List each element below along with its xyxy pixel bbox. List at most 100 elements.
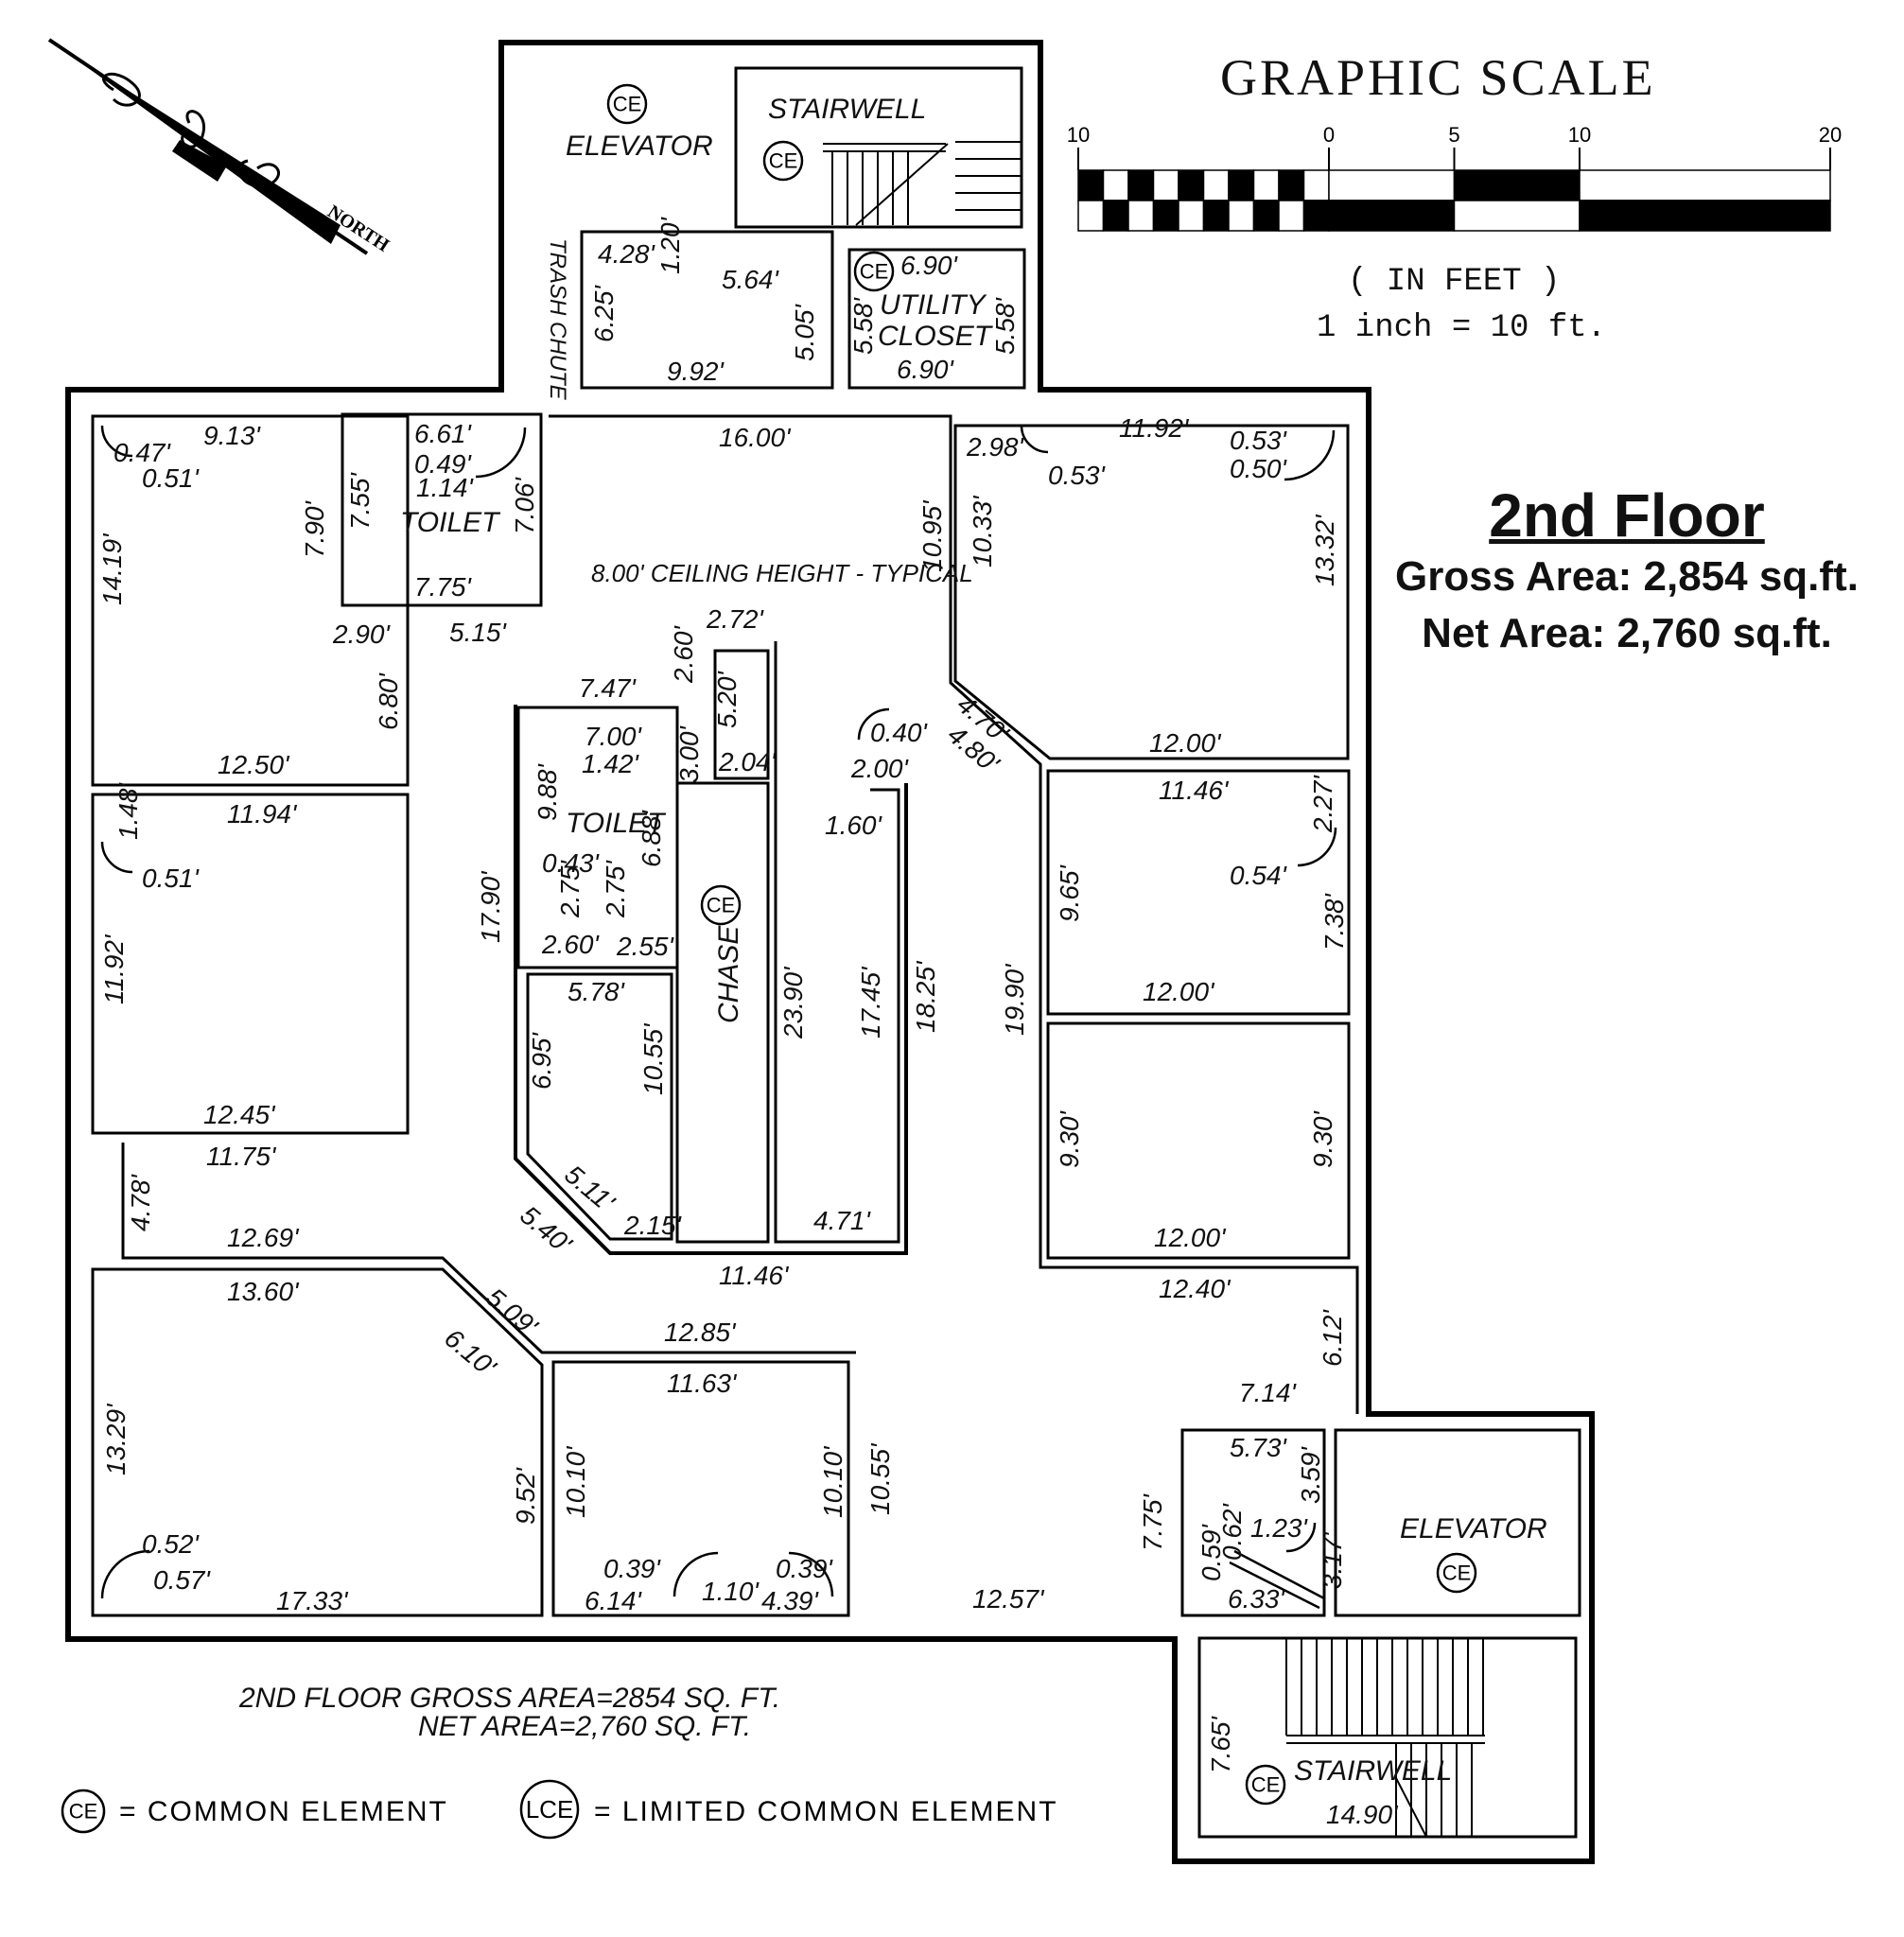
dimension-label: 12.50' bbox=[218, 750, 290, 779]
dimension-label: 7.75' bbox=[414, 572, 472, 602]
trash-chute-room bbox=[580, 230, 834, 390]
legend-ce-text: = COMMON ELEMENT bbox=[119, 1796, 448, 1827]
scale-tick-label: 5 bbox=[1448, 123, 1459, 147]
scale-bar-segment bbox=[1228, 169, 1255, 201]
dimension-label: 7.38' bbox=[1319, 893, 1349, 951]
common-element-markers: CE CE CE CE CE CE bbox=[606, 83, 1477, 1806]
area-note-line2: NET AREA=2,760 SQ. FT. bbox=[418, 1711, 751, 1742]
stair-treads-bottom bbox=[1285, 1638, 1485, 1838]
dimension-label: 9.92' bbox=[667, 357, 725, 386]
door-swings bbox=[100, 425, 1337, 1610]
storage-center-east bbox=[774, 641, 900, 1244]
dimension-label: 0.52' bbox=[142, 1529, 200, 1559]
dimension-label: 7.75' bbox=[1138, 1493, 1167, 1551]
dimension-label: 5.73' bbox=[1230, 1433, 1287, 1462]
dimension-label: 1.20' bbox=[655, 217, 685, 274]
dimension-label: 14.90' bbox=[1326, 1800, 1399, 1829]
dimension-label: 2.90' bbox=[332, 619, 391, 649]
ce-marker-chase: CE bbox=[707, 894, 736, 917]
dimension-label: 9.30' bbox=[1055, 1110, 1084, 1168]
scale-bar-segment bbox=[1278, 200, 1305, 232]
ce-marker-elevator-top: CE bbox=[613, 93, 642, 116]
dimension-label: 10.10' bbox=[818, 1445, 847, 1518]
scale-tick-label: 10 bbox=[1067, 123, 1090, 147]
dimension-label: 12.00' bbox=[1149, 728, 1222, 758]
closet-center bbox=[526, 972, 673, 1241]
dimension-label: 17.45' bbox=[856, 966, 885, 1038]
dimension-label: 11.94' bbox=[227, 799, 298, 829]
room-labels: ELEVATOR STAIRWELL TRASH CHUTE UTILITY C… bbox=[400, 94, 1547, 1787]
floor-title: 2nd Floor bbox=[1489, 481, 1765, 550]
scale-bar-segment bbox=[1127, 169, 1155, 201]
ce-marker-elevator-bottom: CE bbox=[1442, 1562, 1472, 1585]
dimension-label: 2.75' bbox=[555, 860, 585, 918]
scale-bar-segment bbox=[1152, 169, 1179, 201]
dimension-label: 0.39' bbox=[603, 1554, 661, 1583]
dimension-label: 0.54' bbox=[1230, 861, 1287, 890]
dimension-label: 13.32' bbox=[1310, 514, 1339, 586]
dimension-label: 5.58' bbox=[848, 297, 878, 355]
label-chase: CHASE bbox=[713, 925, 744, 1023]
dimension-label: 6.25' bbox=[589, 285, 619, 342]
chase-room bbox=[675, 781, 770, 1244]
utility-closet-room bbox=[847, 248, 1026, 390]
dimension-label: 0.57' bbox=[153, 1565, 211, 1595]
scale-bar-segment bbox=[1252, 200, 1280, 232]
dimension-label: 13.60' bbox=[227, 1277, 300, 1306]
dimension-label: 5.58' bbox=[990, 297, 1020, 355]
corridor-west bbox=[121, 1143, 856, 1354]
dimension-label: 4.28' bbox=[598, 239, 655, 269]
scale-units: ( IN FEET ) bbox=[1348, 264, 1560, 300]
label-toilet-center: TOILET bbox=[566, 808, 667, 839]
dimension-label: 2.55' bbox=[616, 932, 674, 961]
dimension-label: 7.00' bbox=[585, 722, 642, 751]
dimension-label: 9.13' bbox=[203, 421, 261, 450]
dimension-label: 5.05' bbox=[790, 304, 819, 361]
scale-tick-label: 10 bbox=[1568, 123, 1591, 147]
scale-tick-label: 0 bbox=[1323, 123, 1335, 147]
dimension-label: 2.60' bbox=[669, 625, 698, 684]
dimension-label: 6.88' bbox=[637, 810, 666, 867]
label-trash-chute: TRASH CHUTE bbox=[545, 238, 570, 401]
ceiling-note: 8.00' CEILING HEIGHT - TYPICAL bbox=[591, 559, 973, 587]
scale-bar-segment bbox=[1453, 169, 1581, 201]
toilet-top-room bbox=[341, 412, 543, 607]
scale-tick-label: 20 bbox=[1819, 123, 1842, 147]
dimension-label: 11.63' bbox=[667, 1369, 738, 1398]
dimension-label: 10.55' bbox=[865, 1442, 895, 1515]
scale-tick-labels: 10 0 5 10 20 bbox=[1067, 123, 1842, 170]
dimension-label: 7.55' bbox=[345, 472, 375, 530]
dimension-label: 1.23' bbox=[1250, 1513, 1308, 1543]
dimension-label: 10.55' bbox=[638, 1022, 668, 1095]
dimension-label: 5.15' bbox=[449, 618, 507, 647]
room-northwest bbox=[91, 414, 410, 787]
legend-lce-symbol-text: LCE bbox=[526, 1795, 574, 1824]
dimension-label: 2.27' bbox=[1308, 775, 1337, 833]
dimension-label: 5.20' bbox=[712, 671, 742, 728]
scale-bar-segment bbox=[1302, 169, 1330, 201]
dimension-label: 4.78' bbox=[126, 1174, 155, 1231]
dimension-label: 11.92' bbox=[99, 934, 129, 1004]
dimension-label: 7.14' bbox=[1239, 1378, 1297, 1407]
room-west-middle bbox=[91, 793, 410, 1135]
dimension-label: 2.60' bbox=[541, 930, 600, 959]
chase-shaft bbox=[713, 649, 770, 780]
dimension-label: 12.57' bbox=[972, 1584, 1045, 1614]
dimension-label: 1.42' bbox=[582, 749, 639, 778]
closet-southeast bbox=[1180, 1428, 1326, 1617]
dimension-label: 2.98' bbox=[966, 432, 1024, 462]
dimension-label: 9.88' bbox=[533, 763, 562, 821]
dimension-label: 0.39' bbox=[776, 1554, 833, 1583]
dimension-label: 16.00' bbox=[719, 423, 792, 452]
label-closet: CLOSET bbox=[878, 321, 994, 352]
ce-marker-stairwell-top: CE bbox=[769, 149, 798, 173]
dimension-label: 6.10' bbox=[439, 1323, 502, 1383]
north-arrow-icon: NORTH bbox=[47, 38, 393, 256]
dimension-label: 2.04' bbox=[718, 747, 777, 777]
dimension-label: 13.29' bbox=[101, 1403, 131, 1475]
dimension-label: 2.75' bbox=[601, 860, 630, 918]
scale-bar-segment bbox=[1178, 169, 1205, 201]
dimension-label: 12.69' bbox=[227, 1223, 300, 1252]
dimension-label: 7.90' bbox=[300, 500, 329, 558]
